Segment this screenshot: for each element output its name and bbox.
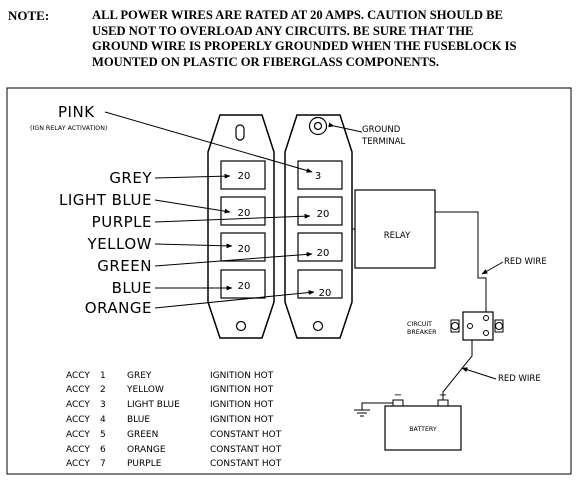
table-cell: ORANGE: [127, 445, 166, 455]
table-cell: 2: [100, 385, 106, 395]
table-cell: GREEN: [127, 430, 158, 440]
ground-terminal-label: GROUND: [362, 125, 401, 135]
table-cell: ACCY: [66, 445, 90, 455]
fuse-rating: 20: [238, 171, 251, 182]
wire-label-blue: BLUE: [112, 279, 152, 297]
battery: [384, 399, 462, 451]
table-cell: 7: [100, 459, 106, 469]
table-cell: IGNITION HOT: [210, 371, 274, 381]
table-cell: CONSTANT HOT: [210, 445, 282, 455]
battery-label: BATTERY: [409, 426, 437, 433]
battery-plus-icon: +: [439, 390, 447, 401]
table-cell: 6: [100, 445, 106, 455]
right-fuse-block: 3 20 20 20: [284, 114, 353, 339]
circuit-breaker-label: CIRCUIT: [407, 321, 432, 328]
wire-label-light-blue: LIGHT BLUE: [59, 191, 152, 209]
mount-hole-icon: [312, 320, 324, 332]
table-cell: IGNITION HOT: [210, 415, 274, 425]
table-cell: ACCY: [66, 459, 90, 469]
circuit-breaker-label: BREAKER: [407, 329, 437, 336]
note-line: USED NOT TO OVERLOAD ANY CIRCUITS. BE SU…: [92, 23, 474, 38]
table-cell: CONSTANT HOT: [210, 459, 282, 469]
fuse-rating: 3: [315, 171, 321, 182]
table-cell: YELLOW: [126, 385, 164, 395]
battery-minus-icon: −: [394, 390, 402, 401]
ground-terminal-label: TERMINAL: [361, 137, 405, 147]
wire-label-purple: PURPLE: [92, 213, 152, 231]
table-cell: ACCY: [66, 385, 90, 395]
diagram-frame: [6, 87, 572, 475]
fuse-rating: 20: [238, 281, 251, 292]
fuse-rating: 20: [238, 244, 251, 255]
note-line: GROUND WIRE IS PROPERLY GROUNDED WHEN TH…: [92, 39, 517, 53]
fuse-slot: [297, 160, 343, 190]
red-wire-label-bottom: RED WIRE: [498, 374, 541, 384]
table-cell: 5: [100, 430, 106, 440]
table-cell: GREY: [127, 371, 152, 381]
table-cell: PURPLE: [127, 459, 162, 469]
table-cell: LIGHT BLUE: [127, 400, 180, 410]
wire-label-orange: ORANGE: [85, 299, 152, 317]
fuse-rating: 20: [319, 288, 332, 299]
circuit-breaker: [450, 311, 504, 341]
wire-label-pink: PINK: [58, 103, 95, 121]
table-cell: 3: [100, 400, 106, 410]
relay-label: RELAY: [384, 231, 411, 241]
table-cell: ACCY: [66, 430, 90, 440]
fuse-slot: [220, 232, 266, 262]
table-cell: IGNITION HOT: [210, 400, 274, 410]
ground-terminal-icon: [308, 116, 328, 136]
wire-label-grey: GREY: [109, 169, 152, 187]
accessory-table: ACCY 1 GREY IGNITION HOT ACCY 2 YELLOW I…: [66, 371, 282, 469]
table-cell: IGNITION HOT: [210, 385, 274, 395]
fuse-rating: 20: [238, 208, 251, 219]
fuse-slot: [297, 196, 343, 226]
relay-box: [354, 189, 436, 269]
wire-label-yellow: YELLOW: [87, 235, 152, 253]
note-line: ALL POWER WIRES ARE RATED AT 20 AMPS. CA…: [92, 8, 503, 22]
ground-icon: [354, 402, 393, 417]
table-cell: BLUE: [127, 415, 150, 425]
mount-hole-icon: [235, 320, 247, 332]
fuse-slot: [297, 232, 343, 262]
fuse-rating: 20: [317, 209, 330, 220]
table-cell: ACCY: [66, 415, 90, 425]
note-label: NOTE:: [8, 8, 50, 23]
table-cell: ACCY: [66, 371, 90, 381]
wire-leaders: [104, 111, 363, 309]
wire-label-green: GREEN: [97, 257, 152, 275]
table-cell: 4: [100, 415, 106, 425]
left-fuse-block: 20 20 20 20: [207, 114, 275, 339]
note-text: ALL POWER WIRES ARE RATED AT 20 AMPS. CA…: [92, 8, 578, 70]
table-cell: 1: [100, 371, 106, 381]
fuse-slot: [297, 269, 343, 299]
table-cell: CONSTANT HOT: [210, 430, 282, 440]
table-cell: ACCY: [66, 400, 90, 410]
fuse-slot: [220, 269, 266, 299]
note-line: MOUNTED ON PLASTIC OR FIBERGLASS COMPONE…: [92, 54, 440, 69]
red-wire-label-top: RED WIRE: [504, 257, 547, 267]
wire-sublabel-pink: (IGN RELAY ACTIVATION): [30, 125, 107, 132]
fuse-slot: [220, 160, 266, 190]
mount-slot-icon: [235, 124, 245, 141]
fuse-rating: 20: [317, 248, 330, 259]
